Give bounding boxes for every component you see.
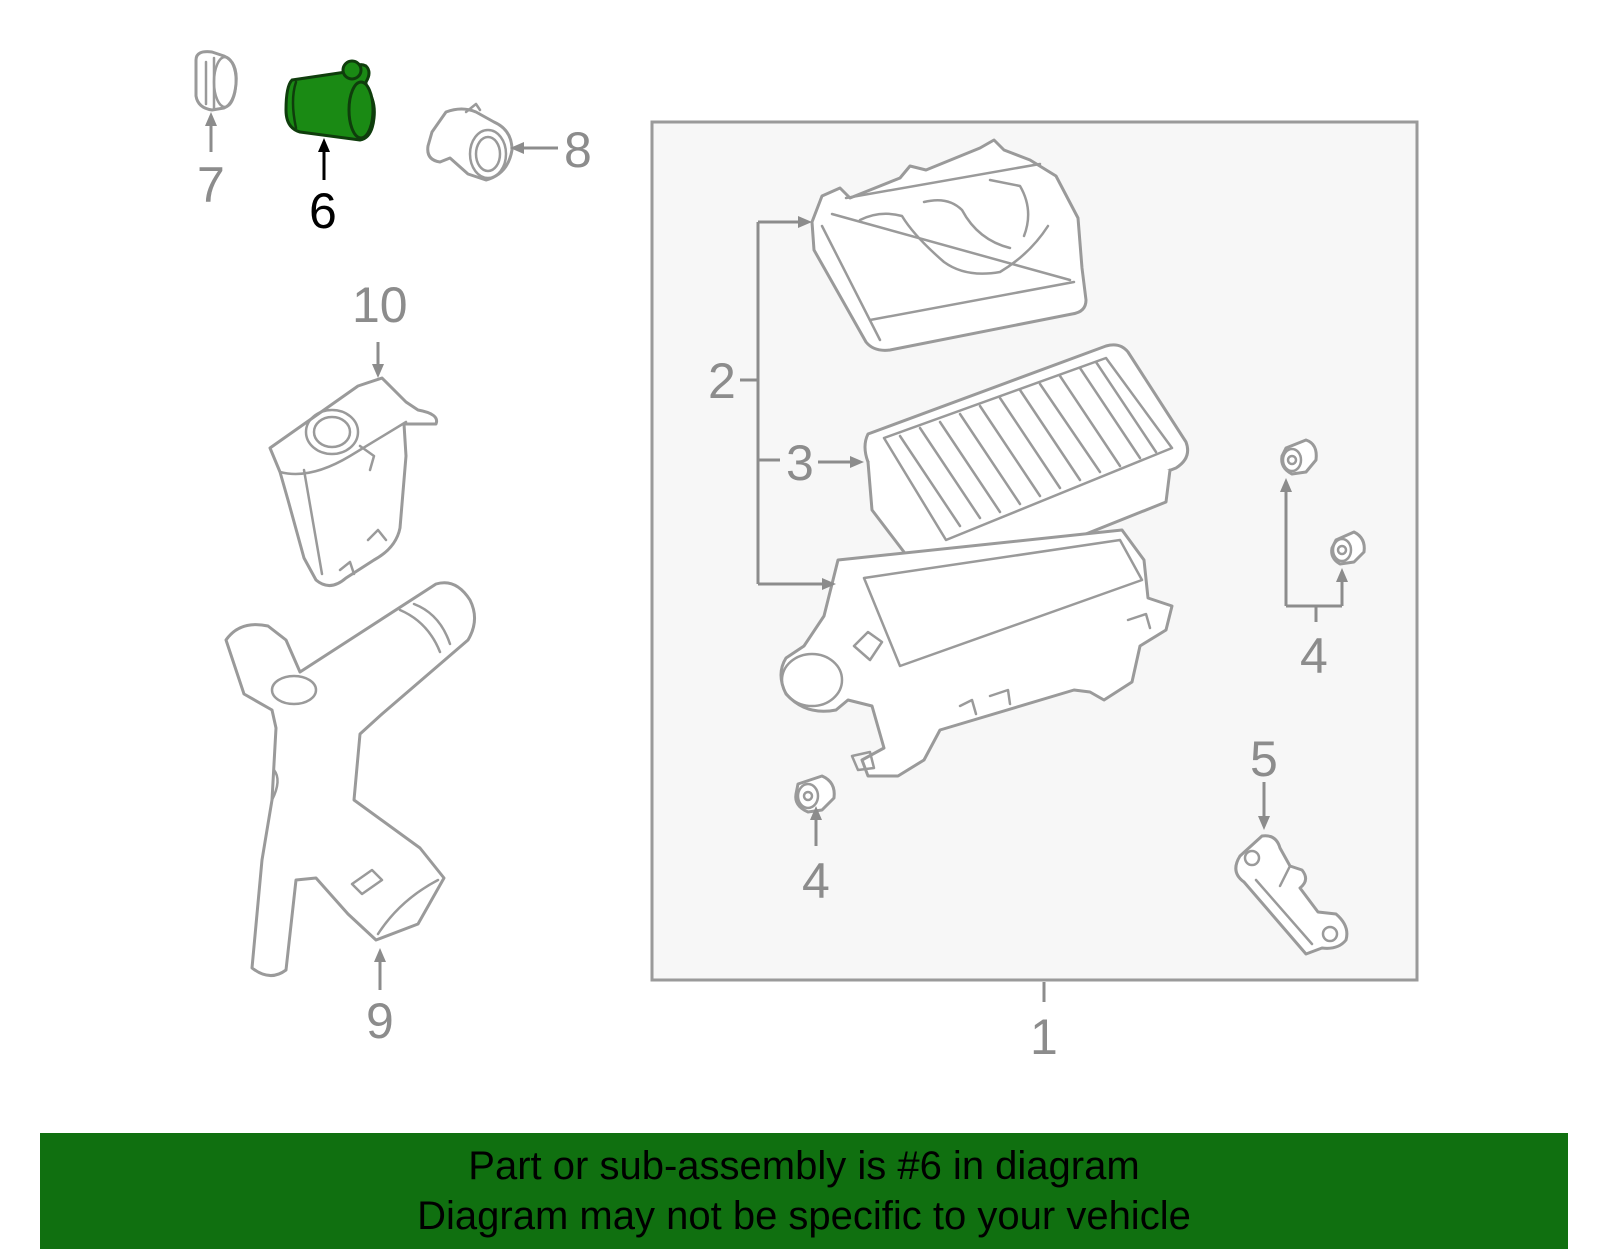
part-7-coupler[interactable]	[194, 50, 238, 112]
leader-lines	[205, 112, 1348, 1002]
part-6-airflow-meter[interactable]	[284, 59, 376, 142]
callout-5: 5	[1250, 731, 1278, 787]
callout-4-right: 4	[1300, 628, 1328, 684]
callout-9: 9	[366, 993, 394, 1049]
part-4-grommet-right-upper[interactable]	[1280, 438, 1318, 476]
callout-8: 8	[564, 122, 592, 178]
part-4-grommet-right-lower[interactable]	[1330, 530, 1366, 566]
callout-1: 1	[1030, 1009, 1058, 1065]
parts-diagram: 7 6 8 10 9 2 3 4 4 5 1	[194, 50, 1419, 1065]
callout-2: 2	[708, 353, 736, 409]
part-5-bracket[interactable]	[1234, 834, 1349, 956]
part-4-grommet-left[interactable]	[794, 774, 836, 814]
callout-6[interactable]: 6	[309, 183, 337, 239]
callout-4-left: 4	[802, 853, 830, 909]
part-10-resonator[interactable]	[268, 376, 439, 587]
part-2-air-cleaner-cover[interactable]	[810, 138, 1088, 352]
info-banner: Part or sub-assembly is #6 in diagram Di…	[40, 1133, 1568, 1249]
callout-10: 10	[352, 277, 408, 333]
callout-3: 3	[786, 435, 814, 491]
banner-line-disclaimer: Diagram may not be specific to your vehi…	[417, 1194, 1191, 1238]
part-2-air-cleaner-case[interactable]	[779, 528, 1174, 778]
part-8-elbow-hose[interactable]	[426, 102, 514, 182]
banner-line-part: Part or sub-assembly is #6 in diagram	[468, 1144, 1140, 1188]
part-9-intake-duct[interactable]	[224, 581, 476, 977]
callout-7: 7	[197, 157, 225, 213]
